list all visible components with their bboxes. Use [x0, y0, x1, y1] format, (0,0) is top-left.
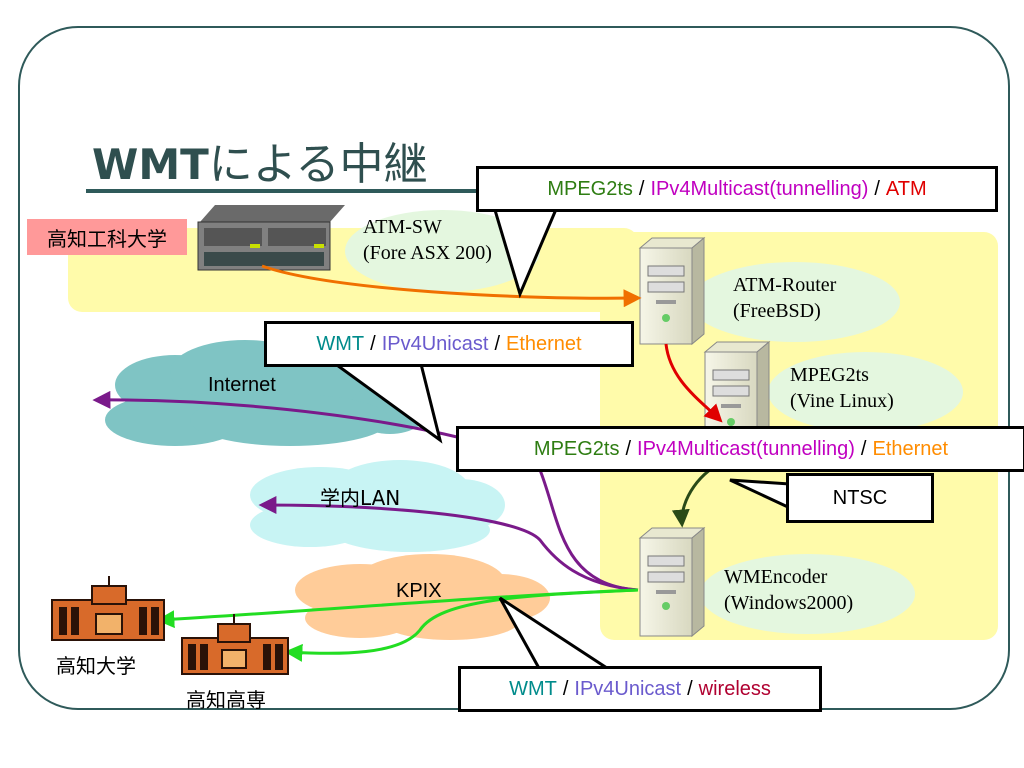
separator: / — [625, 437, 632, 460]
wmt-ethernet-callout: WMT/IPv4Unicast/Ethernet — [264, 321, 634, 367]
atm-sw-label: ATM-SW (Fore ASX 200) — [363, 214, 492, 266]
protocol-mpeg2ts: MPEG2ts — [547, 177, 633, 200]
separator: / — [687, 677, 693, 700]
separator: / — [562, 677, 569, 700]
protocol-wmt: WMT — [509, 677, 557, 700]
protocol-wmt: WMT — [316, 332, 365, 355]
wmencoder-name: WMEncoder — [724, 566, 828, 588]
protocol-ipv4multicast: IPv4Multicast(tunnelling) — [650, 177, 869, 200]
internet-label: Internet — [208, 374, 276, 396]
mpeg2ts-os: (Vine Linux) — [790, 390, 894, 412]
mpeg2ts-name: MPEG2ts — [790, 364, 869, 386]
kochi-kosen-building-icon — [181, 614, 289, 675]
kochi-kosen-stream — [284, 588, 639, 662]
protocol-ipv4unicast: IPv4Unicast — [381, 332, 489, 355]
kpix-label: KPIX — [396, 580, 442, 602]
wmencoder-oval — [700, 554, 915, 634]
atm-sw-model: (Fore ASX 200) — [363, 242, 492, 264]
campus-lan-stream — [258, 496, 639, 592]
protocol-ethernet: Ethernet — [506, 332, 582, 355]
ntsc-label: NTSC — [832, 486, 888, 509]
wireless-callout-pointer — [498, 596, 616, 672]
wmencoder-pc — [638, 526, 706, 638]
protocol-ethernet: Ethernet — [872, 437, 949, 460]
protocol-atm: ATM — [885, 177, 927, 200]
wireless-callout: WMT/IPv4Unicast/wireless — [458, 666, 822, 712]
separator: / — [638, 177, 645, 200]
atm-router-pc — [638, 236, 706, 346]
ntsc-callout-pointer — [729, 478, 792, 511]
protocol-mpeg2ts: MPEG2ts — [533, 437, 620, 460]
protocol-wireless: wireless — [698, 677, 771, 700]
mpeg2ts-oval — [768, 352, 963, 432]
atm-sw-name: ATM-SW — [363, 216, 442, 238]
kochi-univ-label: 高知大学 — [56, 654, 136, 678]
atm-link — [261, 264, 642, 308]
wmencoder-label: WMEncoder (Windows2000) — [724, 564, 853, 616]
title-underline — [86, 189, 502, 193]
internet-cloud — [105, 340, 430, 446]
atm-router-os: (FreeBSD) — [733, 300, 821, 322]
kochi-kosen-label: 高知高専 — [186, 688, 266, 712]
campus-lan-label: 学内LAN — [320, 486, 401, 510]
top-callout-pointer — [489, 198, 563, 299]
ntsc-callout: NTSC — [786, 473, 934, 523]
protocol-ipv4unicast: IPv4Unicast — [574, 677, 682, 700]
separator: / — [860, 437, 867, 460]
wmencoder-os: (Windows2000) — [724, 592, 854, 614]
campus-lan-cloud — [250, 460, 505, 552]
mid-protocol-callout: MPEG2ts/IPv4Multicast(tunnelling)/Ethern… — [456, 426, 1024, 472]
atm-switch-device — [197, 205, 345, 271]
separator: / — [370, 332, 376, 355]
title-latin: WMT — [92, 140, 209, 189]
separator: / — [874, 177, 880, 200]
atm-router-label: ATM-Router (FreeBSD) — [733, 272, 836, 324]
router-to-mpeg2ts-link — [664, 343, 723, 423]
separator: / — [494, 332, 500, 355]
mpeg2ts-label: MPEG2ts (Vine Linux) — [790, 362, 894, 414]
atm-router-oval — [690, 262, 900, 342]
atm-router-name: ATM-Router — [733, 274, 837, 296]
protocol-ipv4multicast: IPv4Multicast(tunnelling) — [637, 437, 855, 460]
kochi-univ-building-icon — [51, 576, 165, 641]
campus-label: 高知工科大学 — [27, 219, 187, 255]
slide-title: WMTによる中継 — [92, 128, 427, 192]
top-protocol-callout: MPEG2ts/IPv4Multicast(tunnelling)/ATM — [476, 166, 998, 212]
title-japanese: による中継 — [208, 139, 428, 190]
